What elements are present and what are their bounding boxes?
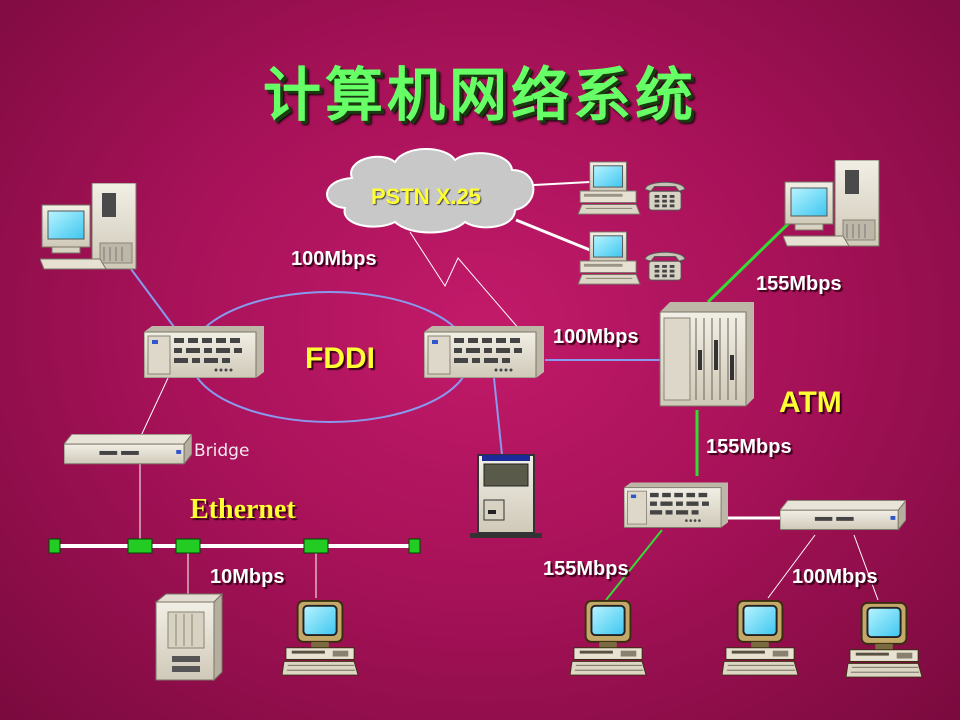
workstation-icon xyxy=(577,231,641,285)
pstn-cloud xyxy=(326,148,535,234)
tower-server-icon xyxy=(154,592,224,682)
link-fddi-cabinet xyxy=(493,377,503,456)
server-cabinet-icon xyxy=(470,454,542,538)
pstn-label: PSTN X.25 xyxy=(371,184,482,209)
atm-switch-icon xyxy=(659,302,754,407)
link-atm-pc xyxy=(706,220,792,304)
bus-terminator-left xyxy=(48,538,61,554)
atm-edge-switch-icon xyxy=(624,481,728,529)
link-pc-fddi xyxy=(127,264,181,336)
speed-label: 100Mbps xyxy=(291,248,377,270)
workstation-icon xyxy=(577,161,641,215)
bus-tap xyxy=(175,538,201,554)
page-title: 计算机网络系统 xyxy=(262,61,697,129)
telephone-icon xyxy=(644,251,686,281)
link-switch-pc xyxy=(605,529,663,601)
bus-tap xyxy=(303,538,329,554)
links xyxy=(127,181,879,601)
telephone-icon xyxy=(644,181,686,211)
terminal-icon xyxy=(570,599,648,677)
bridge-label: Bridge xyxy=(194,441,250,461)
link-hub-pc1 xyxy=(767,534,816,599)
ethernet-bus xyxy=(48,538,421,554)
fddi-switch-right-icon xyxy=(424,326,544,378)
speed-label: 100Mbps xyxy=(553,326,639,348)
terminal-icon xyxy=(282,599,360,677)
link-fddi-bridge xyxy=(139,377,169,439)
speed-label: 10Mbps xyxy=(210,566,285,588)
bus-tap xyxy=(127,538,153,554)
speed-label: 155Mbps xyxy=(756,273,842,295)
fddi-switch-left-icon xyxy=(144,326,264,378)
terminal-icon xyxy=(846,601,924,679)
link-hub-pc2 xyxy=(853,534,879,601)
desktop-pc-icon xyxy=(40,183,137,270)
bridge-icon xyxy=(64,434,192,465)
speed-label: 155Mbps xyxy=(543,558,629,580)
fddi-label: FDDI xyxy=(305,342,375,375)
atm-label: ATM xyxy=(779,386,842,419)
ethernet-label: Ethernet xyxy=(190,494,296,525)
speed-label: 100Mbps xyxy=(792,566,878,588)
link-pstn-pc1 xyxy=(533,181,591,186)
speed-label: 155Mbps xyxy=(706,436,792,458)
terminal-icon xyxy=(722,599,800,677)
bus-terminator-right xyxy=(408,538,421,554)
hub-icon xyxy=(780,500,906,531)
link-pstn-pc2 xyxy=(515,218,591,252)
desktop-pc-icon xyxy=(783,160,880,247)
link-pstn-fddi xyxy=(409,231,521,331)
